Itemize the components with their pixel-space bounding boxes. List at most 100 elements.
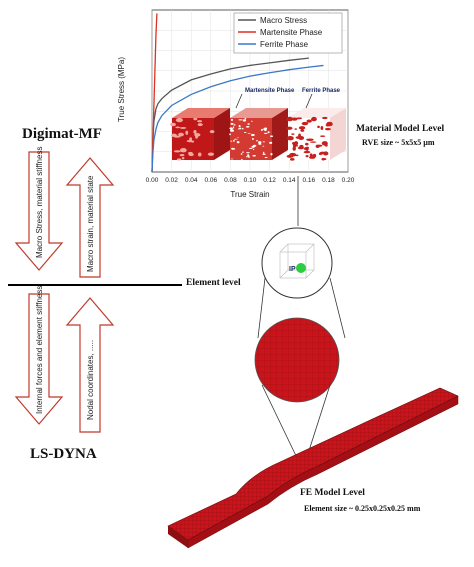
microstructure-texture — [305, 146, 309, 150]
element-size-label: Element size ~ 0.25x0.25x0.25 mm — [304, 504, 421, 513]
microstructure-texture — [171, 133, 177, 138]
microstructure-texture — [185, 130, 189, 135]
series-line-0 — [151, 57, 309, 173]
fe-specimen-mesh — [167, 387, 459, 549]
microstructure-texture — [188, 153, 194, 157]
microstructure-texture — [289, 157, 295, 161]
microstructure-texture — [238, 125, 241, 128]
microstructure-texture — [239, 127, 242, 130]
microstructure-texture — [296, 117, 303, 120]
zoom-cone-lower-right — [305, 384, 331, 461]
x-axis-label: True Strain — [230, 190, 269, 199]
x-tick-label: 0.18 — [322, 177, 335, 184]
microstructure-texture — [230, 140, 233, 142]
microstructure-texture — [325, 127, 331, 131]
microstructure-texture — [247, 154, 250, 157]
martensite-annotation-arrow — [235, 93, 243, 109]
microstructure-texture — [241, 158, 243, 161]
microstructure-texture — [295, 136, 302, 139]
microstructure-texture — [233, 139, 235, 142]
microstructure-texture — [170, 122, 176, 127]
microstructure-texture — [251, 145, 255, 148]
microstructure-texture — [240, 153, 243, 155]
microstructure-texture — [322, 116, 328, 120]
microstructure-texture — [230, 122, 234, 125]
microstructure-texture — [242, 127, 244, 130]
integration-point — [296, 263, 306, 273]
series-line-1 — [151, 13, 158, 173]
up-arrow-lower-text: Nodal coordinates, ..... — [86, 340, 95, 420]
microstructure-texture — [262, 145, 265, 147]
microstructure-texture — [286, 135, 294, 141]
x-tick-label: 0.10 — [244, 177, 257, 184]
microstructure-texture — [197, 152, 202, 157]
microstructure-texture — [230, 118, 234, 121]
microstructure-texture — [173, 150, 181, 153]
microstructure-texture — [181, 156, 185, 160]
microstructure-texture — [233, 138, 238, 140]
microstructure-texture — [286, 116, 293, 122]
microstructure-texture — [242, 119, 247, 122]
microstructure-texture — [238, 119, 243, 121]
microstructure-texture — [244, 117, 247, 120]
microstructure-texture — [233, 124, 236, 126]
microstructure-texture — [230, 129, 235, 132]
microstructure-texture — [300, 129, 305, 132]
microstructure-texture — [247, 133, 251, 134]
microstructure-texture — [252, 154, 256, 157]
up-arrow-lower — [65, 297, 115, 433]
down-arrow-lower-text: Internal forces and element stiffness — [35, 286, 44, 414]
microstructure-texture — [180, 127, 187, 129]
down-arrow-upper-text: Macro Stress, material stiffness — [35, 147, 44, 258]
microstructure-texture — [248, 147, 253, 149]
microstructure-texture — [264, 156, 268, 159]
x-tick-label: 0.12 — [263, 177, 276, 184]
fe-model-level-label: FE Model Level — [300, 488, 365, 498]
element-level-label: Element level — [186, 278, 241, 288]
microstructure-texture — [179, 154, 185, 157]
microstructure-texture — [306, 119, 312, 123]
microstructure-texture — [306, 138, 314, 141]
microstructure-texture — [209, 130, 215, 134]
microstructure-texture — [237, 137, 239, 138]
microstructure-texture — [243, 132, 247, 133]
annotation-ferrite: Ferrite Phase — [302, 88, 341, 94]
microstructure-texture — [298, 126, 306, 130]
ferrite-annotation-arrow — [305, 93, 313, 109]
microstructure-texture — [295, 144, 299, 147]
microstructure-texture — [229, 133, 231, 136]
microstructure-texture — [176, 158, 182, 161]
microstructure-texture — [258, 141, 262, 144]
microstructure-texture — [294, 128, 298, 130]
microstructure-texture — [316, 144, 323, 147]
microstructure-texture — [326, 122, 332, 125]
microstructure-texture — [256, 140, 258, 142]
up-arrow-upper-text: Macro strain, material state — [86, 175, 95, 272]
microstructure-texture — [175, 126, 181, 129]
microstructure-texture — [250, 133, 255, 137]
microstructure-texture — [186, 139, 193, 143]
zoom-cone-lower-left — [261, 384, 299, 461]
microstructure-texture — [270, 153, 273, 156]
microstructure-texture — [299, 144, 304, 149]
microstructure-texture — [175, 117, 183, 123]
ferrite-microstructure-cube — [286, 108, 346, 161]
macro-microstructure-cube — [170, 108, 230, 161]
microstructure-texture — [229, 127, 233, 130]
microstructure-texture — [231, 147, 234, 150]
microstructure-texture — [264, 128, 267, 132]
microstructure-texture — [245, 125, 250, 128]
x-tick-label: 0.02 — [165, 177, 178, 184]
microstructure-texture — [309, 141, 317, 143]
down-arrow-upper — [14, 151, 64, 271]
microstructure-texture — [238, 128, 240, 130]
digimat-label: Digimat-MF — [22, 126, 102, 142]
microstructure-texture — [197, 120, 203, 123]
ip-zoom-circle — [261, 227, 333, 299]
microstructure-texture — [262, 153, 266, 155]
microstructure-texture — [251, 120, 253, 122]
down-arrow-lower — [14, 293, 64, 425]
microstructure-texture — [246, 155, 248, 158]
